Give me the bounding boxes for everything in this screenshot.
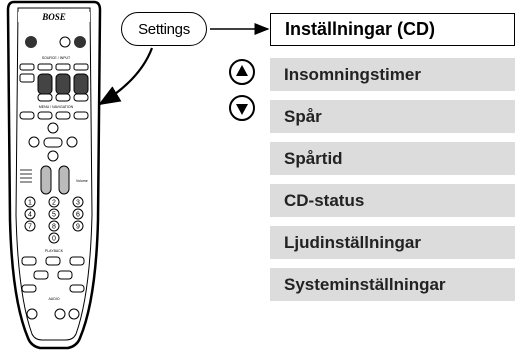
- menu-item-selected[interactable]: Inställningar (CD): [270, 13, 515, 46]
- remote-menu-label: MENU / NAVIGATION: [39, 105, 74, 109]
- remote-digit-label: 3: [76, 200, 80, 207]
- down-arrow-icon: [229, 95, 255, 121]
- remote-digit-button: [24, 208, 36, 220]
- remote-digit-label: 9: [76, 224, 80, 231]
- remote-digit-label: 4: [28, 212, 32, 219]
- remote-digit-button: [72, 196, 84, 208]
- menu-item[interactable]: Ljudinställningar: [270, 226, 515, 259]
- menu-item[interactable]: Spårtid: [270, 142, 515, 175]
- menu-item[interactable]: CD-status: [270, 184, 515, 217]
- settings-button-callout: Settings: [121, 12, 207, 46]
- settings-menu-list: Inställningar (CD) Insomningstimer Spår …: [270, 0, 515, 352]
- up-arrow-icon: [229, 59, 255, 85]
- remote-digit-button: [24, 220, 36, 232]
- remote-digit-label: 5: [52, 212, 56, 219]
- remote-audio-label: AUDIO: [48, 297, 59, 301]
- remote-digit-label: 6: [76, 212, 80, 219]
- remote-source-label: SOURCE / INPUT: [42, 56, 71, 60]
- menu-item[interactable]: Spår: [270, 100, 515, 133]
- remote-digit-button: [48, 220, 60, 232]
- remote-digit-label: 0: [52, 236, 56, 243]
- remote-digit-label: 8: [52, 224, 56, 231]
- remote-digit-button: [48, 196, 60, 208]
- remote-digit-label: 7: [28, 224, 32, 231]
- remote-volume-label: Volume: [76, 179, 88, 183]
- remote-digit-label: 1: [28, 200, 32, 207]
- remote-digit-label: 2: [52, 200, 56, 207]
- remote-digit-button: [48, 208, 60, 220]
- remote-brand-logo: BOSE: [41, 12, 66, 22]
- remote-digit-button: [48, 232, 60, 244]
- remote-digit-button: [24, 196, 36, 208]
- callout-to-remote-arrow: [98, 47, 154, 106]
- remote-playback-label: PLAYBACK: [45, 249, 64, 253]
- remote-digit-button: [72, 220, 84, 232]
- remote-illustration: BOSE SOURCE / INPUT MENU / NAVIGATION Vo…: [6, 0, 102, 350]
- remote-number-pad: 1 2 3 4 5 6 7 8 9 0: [24, 196, 84, 244]
- menu-item[interactable]: Insomningstimer: [270, 58, 515, 91]
- remote-digit-button: [72, 208, 84, 220]
- remote-control: BOSE SOURCE / INPUT MENU / NAVIGATION Vo…: [0, 0, 120, 352]
- menu-item[interactable]: Systeminställningar: [270, 268, 515, 301]
